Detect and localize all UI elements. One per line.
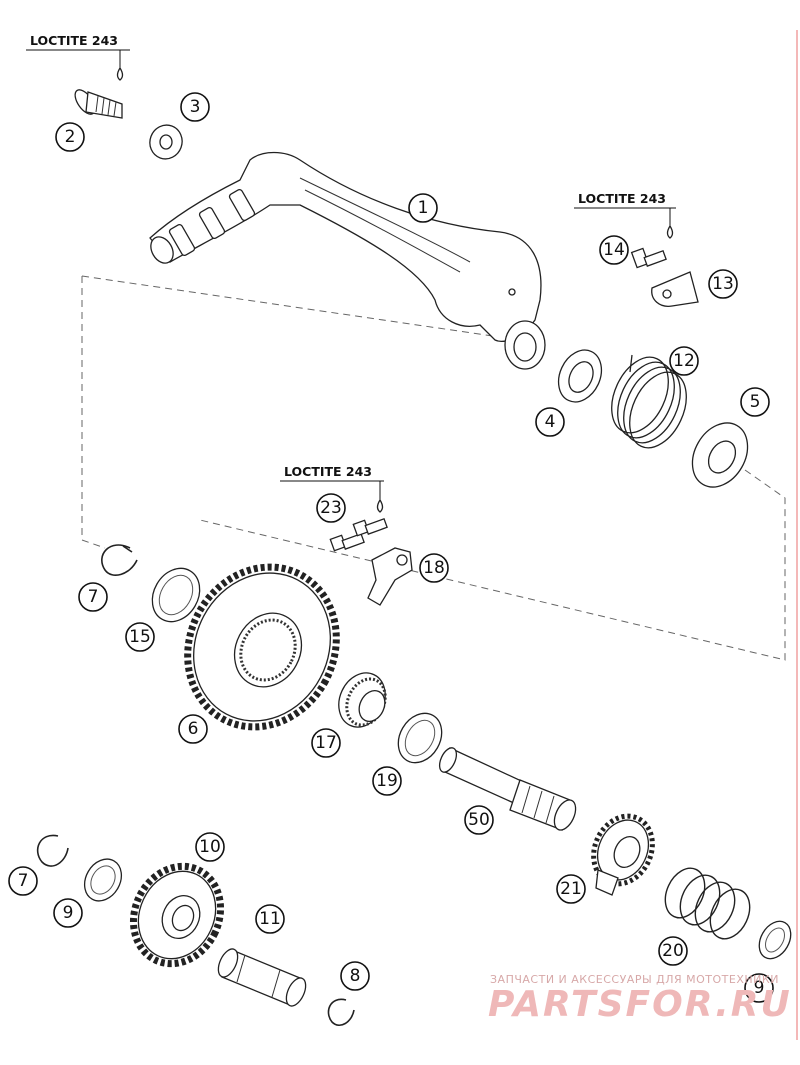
svg-text:10: 10 [199,837,221,857]
svg-text:9: 9 [754,978,765,998]
svg-text:11: 11 [259,909,281,929]
svg-text:13: 13 [712,274,734,294]
loctite-drop-icon [666,224,674,239]
svg-text:9: 9 [63,903,74,923]
callout-10: 10 [195,832,225,862]
svg-text:23: 23 [320,498,342,518]
loctite-label-right: LOCTITE 243 [574,191,676,239]
svg-text:7: 7 [88,587,99,607]
part-8-circlip [327,998,355,1026]
callout-2: 2 [55,122,85,152]
callout-8: 8 [340,961,370,991]
part-23-screws [329,517,388,552]
part-7-circlip-upper [101,544,138,576]
callout-9-left: 9 [53,898,83,928]
svg-text:15: 15 [129,627,151,647]
part-17-needle-bearing [338,672,387,728]
svg-text:3: 3 [190,97,201,117]
callout-4: 4 [535,407,565,437]
svg-text:19: 19 [376,771,398,791]
part-7-circlip-lower [36,834,69,867]
callout-7-lower: 7 [8,866,38,896]
part-10-idler-gear [129,862,225,968]
callout-14: 14 [599,235,629,265]
loctite-label-center: LOCTITE 243 [280,464,384,513]
svg-text:2: 2 [65,127,76,147]
loctite-drop-icon [116,66,124,81]
part-1-kickstart-lever [149,151,546,370]
svg-text:LOCTITE 243: LOCTITE 243 [284,464,372,479]
callout-12: 12 [669,346,699,376]
callout-11: 11 [255,904,285,934]
svg-text:12: 12 [673,351,695,371]
assembly-dashed-line-left [81,276,106,549]
svg-text:7: 7 [18,871,29,891]
part-50-kickstart-shaft [438,747,577,831]
part-5-washer [691,422,749,488]
callout-15: 15 [125,622,155,652]
svg-text:21: 21 [560,879,582,899]
svg-text:LOCTITE 243: LOCTITE 243 [578,191,666,206]
part-12-spring [611,354,687,449]
watermark-tagline: ЗАПЧАСТИ И АКСЕССУАРЫ ДЛЯ МОТОТЕХНИКИ [490,973,779,986]
svg-text:18: 18 [423,558,445,578]
svg-text:4: 4 [545,412,556,432]
callout-6: 6 [178,714,208,744]
part-11-idler-pin [217,948,307,1007]
callout-21: 21 [556,874,586,904]
svg-text:50: 50 [468,810,490,830]
svg-text:1: 1 [418,198,429,218]
loctite-label-top-left: LOCTITE 243 [26,33,130,81]
part-13-bracket [651,271,699,307]
callout-19: 19 [372,766,402,796]
loctite-drop-icon [376,498,384,513]
svg-text:20: 20 [662,941,684,961]
callout-17: 17 [311,728,341,758]
callout-18: 18 [419,553,449,583]
svg-text:17: 17 [315,733,337,753]
part-3-washer [149,124,183,160]
part-9-shim-left [83,858,123,902]
callout-23: 23 [316,493,346,523]
svg-text:5: 5 [750,392,761,412]
part-19-shim [397,712,443,764]
svg-text:6: 6 [188,719,199,739]
svg-text:14: 14 [603,240,625,260]
callout-9-right: 9 [744,973,774,1003]
callout-3: 3 [180,92,210,122]
part-4-seal [557,349,603,403]
svg-text:LOCTITE 243: LOCTITE 243 [30,33,118,48]
part-18-ratchet-guide [367,547,413,606]
callout-20: 20 [658,936,688,966]
callout-50: 50 [464,805,494,835]
svg-text:8: 8 [350,966,361,986]
part-9-shim-right [758,920,792,960]
callout-1: 1 [408,193,438,223]
part-2-screw [74,89,123,119]
part-21-ratchet-gear [591,813,655,896]
watermark-brand: PARTSFOR.RU [488,984,792,1025]
part-14-screw [630,247,667,269]
part-20-spring [664,867,751,940]
callout-7-upper: 7 [78,582,108,612]
part-15-shim [151,567,201,623]
part-6-kickstart-gear [184,563,340,731]
callout-13: 13 [708,269,738,299]
assembly-dashed-line-top [81,275,521,341]
assembly-dashed-line-right [199,469,786,661]
callout-5: 5 [740,387,770,417]
